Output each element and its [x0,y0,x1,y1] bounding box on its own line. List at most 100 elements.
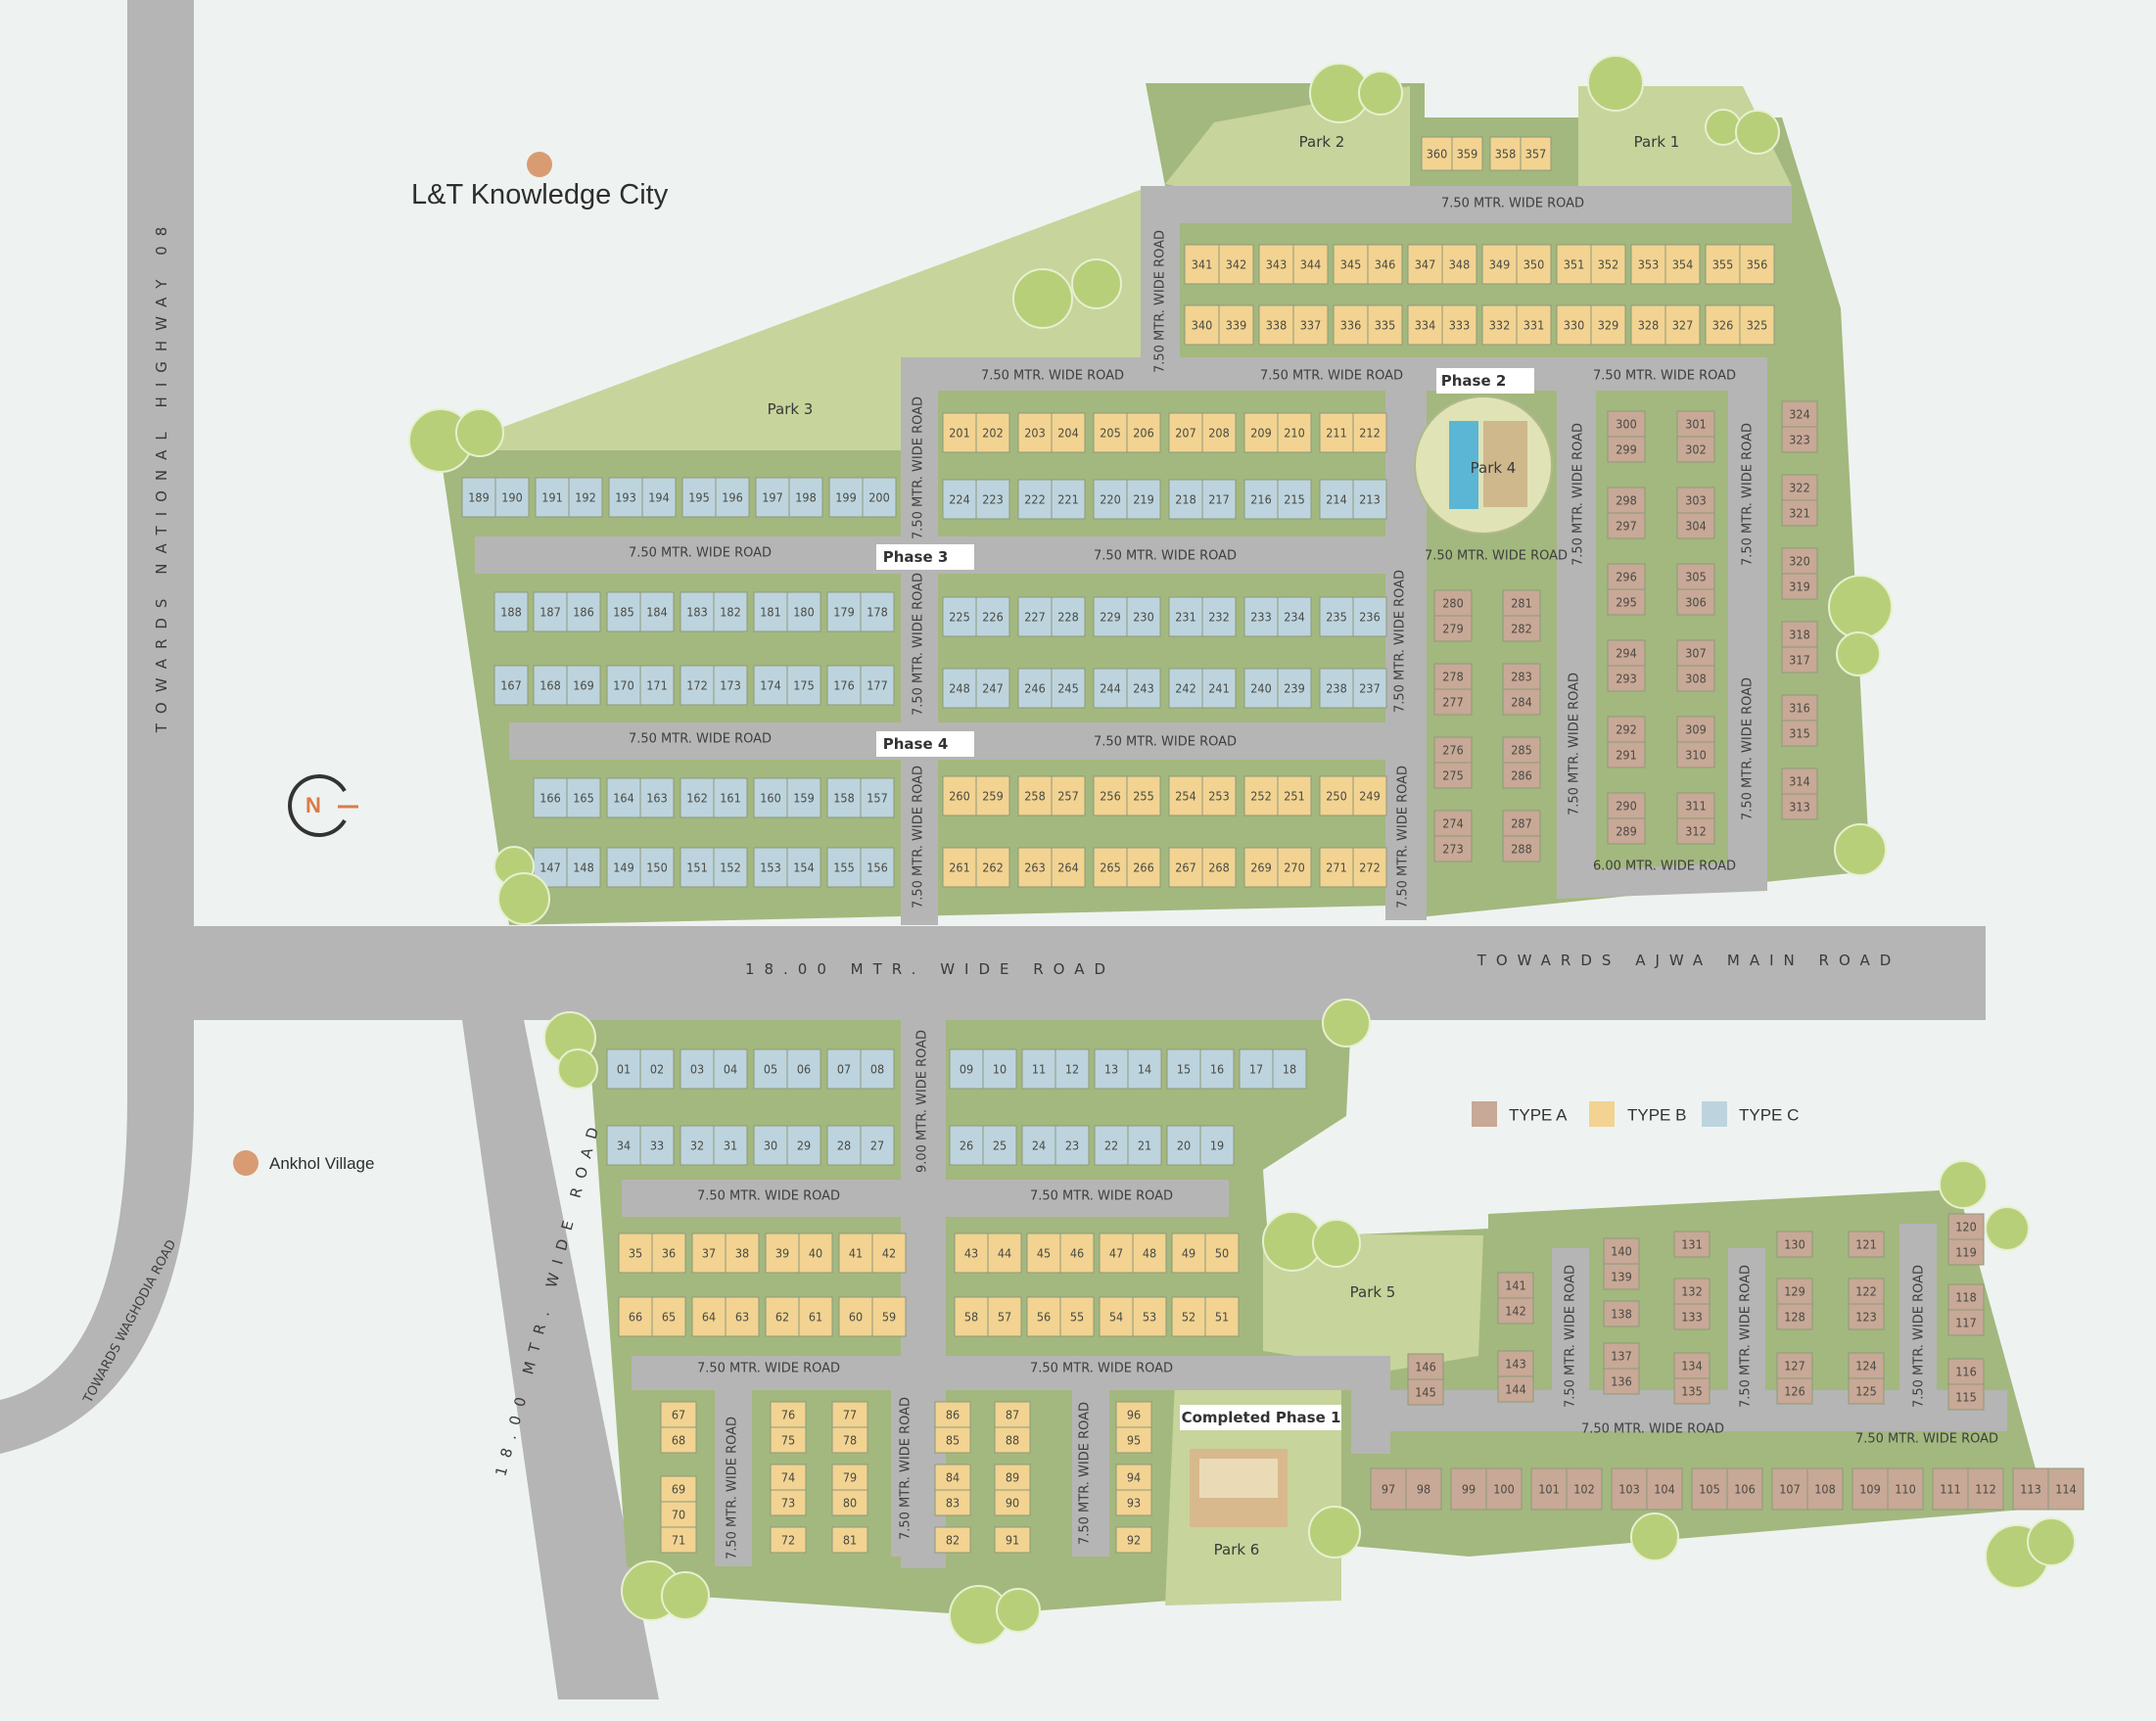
plot-202[interactable]: 202 [975,412,1010,453]
plot-245[interactable]: 245 [1051,668,1086,709]
plot-49[interactable]: 49 [1171,1233,1206,1274]
plot-03[interactable]: 03 [680,1048,715,1090]
plot-299[interactable]: 299 [1607,436,1646,463]
plot-255[interactable]: 255 [1126,775,1161,816]
plot-158[interactable]: 158 [826,777,862,818]
plot-212[interactable]: 212 [1352,412,1387,453]
plot-90[interactable]: 90 [994,1489,1031,1516]
plot-330[interactable]: 330 [1556,304,1592,346]
plot-302[interactable]: 302 [1676,436,1715,463]
plot-319[interactable]: 319 [1781,573,1818,600]
plot-285[interactable]: 285 [1502,736,1541,764]
plot-312[interactable]: 312 [1676,817,1715,845]
plot-162[interactable]: 162 [680,777,715,818]
plot-231[interactable]: 231 [1168,596,1203,637]
plot-306[interactable]: 306 [1676,588,1715,616]
plot-267[interactable]: 267 [1168,847,1203,888]
plot-23[interactable]: 23 [1055,1125,1090,1166]
plot-206[interactable]: 206 [1126,412,1161,453]
plot-28[interactable]: 28 [826,1125,862,1166]
plot-41[interactable]: 41 [838,1233,873,1274]
plot-314[interactable]: 314 [1781,767,1818,795]
plot-56[interactable]: 56 [1026,1296,1061,1337]
plot-81[interactable]: 81 [831,1526,868,1554]
plot-115[interactable]: 115 [1947,1383,1985,1411]
plot-136[interactable]: 136 [1603,1368,1640,1395]
plot-217[interactable]: 217 [1201,479,1237,520]
plot-228[interactable]: 228 [1051,596,1086,637]
plot-194[interactable]: 194 [641,477,677,518]
plot-47[interactable]: 47 [1099,1233,1134,1274]
plot-167[interactable]: 167 [493,665,529,706]
plot-259[interactable]: 259 [975,775,1010,816]
plot-79[interactable]: 79 [831,1464,868,1491]
plot-92[interactable]: 92 [1115,1526,1152,1554]
plot-221[interactable]: 221 [1051,479,1086,520]
plot-04[interactable]: 04 [713,1048,748,1090]
plot-88[interactable]: 88 [994,1426,1031,1454]
plot-105[interactable]: 105 [1691,1467,1728,1511]
plot-117[interactable]: 117 [1947,1309,1985,1336]
plot-246[interactable]: 246 [1017,668,1053,709]
plot-77[interactable]: 77 [831,1401,868,1428]
plot-313[interactable]: 313 [1781,793,1818,820]
plot-45[interactable]: 45 [1026,1233,1061,1274]
plot-199[interactable]: 199 [828,477,864,518]
plot-332[interactable]: 332 [1481,304,1518,346]
plot-220[interactable]: 220 [1093,479,1128,520]
plot-131[interactable]: 131 [1673,1231,1711,1258]
plot-52[interactable]: 52 [1171,1296,1206,1337]
plot-146[interactable]: 146 [1407,1353,1444,1380]
plot-244[interactable]: 244 [1093,668,1128,709]
plot-331[interactable]: 331 [1516,304,1552,346]
plot-351[interactable]: 351 [1556,244,1592,285]
plot-356[interactable]: 356 [1739,244,1775,285]
plot-109[interactable]: 109 [1851,1467,1889,1511]
plot-21[interactable]: 21 [1127,1125,1162,1166]
plot-349[interactable]: 349 [1481,244,1518,285]
plot-104[interactable]: 104 [1646,1467,1683,1511]
plot-168[interactable]: 168 [533,665,568,706]
plot-09[interactable]: 09 [949,1048,984,1090]
plot-308[interactable]: 308 [1676,665,1715,692]
plot-123[interactable]: 123 [1848,1303,1885,1330]
plot-197[interactable]: 197 [755,477,790,518]
plot-187[interactable]: 187 [533,591,568,632]
plot-315[interactable]: 315 [1781,720,1818,747]
plot-74[interactable]: 74 [770,1464,807,1491]
plot-289[interactable]: 289 [1607,817,1646,845]
plot-86[interactable]: 86 [934,1401,971,1428]
plot-229[interactable]: 229 [1093,596,1128,637]
plot-210[interactable]: 210 [1277,412,1312,453]
plot-114[interactable]: 114 [2047,1467,2085,1511]
plot-338[interactable]: 338 [1258,304,1294,346]
plot-322[interactable]: 322 [1781,474,1818,501]
plot-305[interactable]: 305 [1676,563,1715,590]
plot-193[interactable]: 193 [608,477,643,518]
plot-31[interactable]: 31 [713,1125,748,1166]
plot-304[interactable]: 304 [1676,512,1715,539]
plot-42[interactable]: 42 [871,1233,907,1274]
plot-186[interactable]: 186 [566,591,601,632]
plot-64[interactable]: 64 [691,1296,726,1337]
plot-63[interactable]: 63 [725,1296,760,1337]
plot-107[interactable]: 107 [1771,1467,1808,1511]
plot-98[interactable]: 98 [1405,1467,1442,1511]
plot-182[interactable]: 182 [713,591,748,632]
plot-339[interactable]: 339 [1218,304,1254,346]
plot-175[interactable]: 175 [786,665,821,706]
plot-46[interactable]: 46 [1059,1233,1095,1274]
plot-65[interactable]: 65 [651,1296,686,1337]
plot-345[interactable]: 345 [1333,244,1369,285]
plot-39[interactable]: 39 [765,1233,800,1274]
plot-07[interactable]: 07 [826,1048,862,1090]
plot-96[interactable]: 96 [1115,1401,1152,1428]
plot-66[interactable]: 66 [618,1296,653,1337]
plot-155[interactable]: 155 [826,847,862,888]
plot-152[interactable]: 152 [713,847,748,888]
plot-233[interactable]: 233 [1243,596,1279,637]
plot-72[interactable]: 72 [770,1526,807,1554]
plot-08[interactable]: 08 [860,1048,895,1090]
plot-301[interactable]: 301 [1676,410,1715,438]
plot-126[interactable]: 126 [1776,1377,1813,1405]
